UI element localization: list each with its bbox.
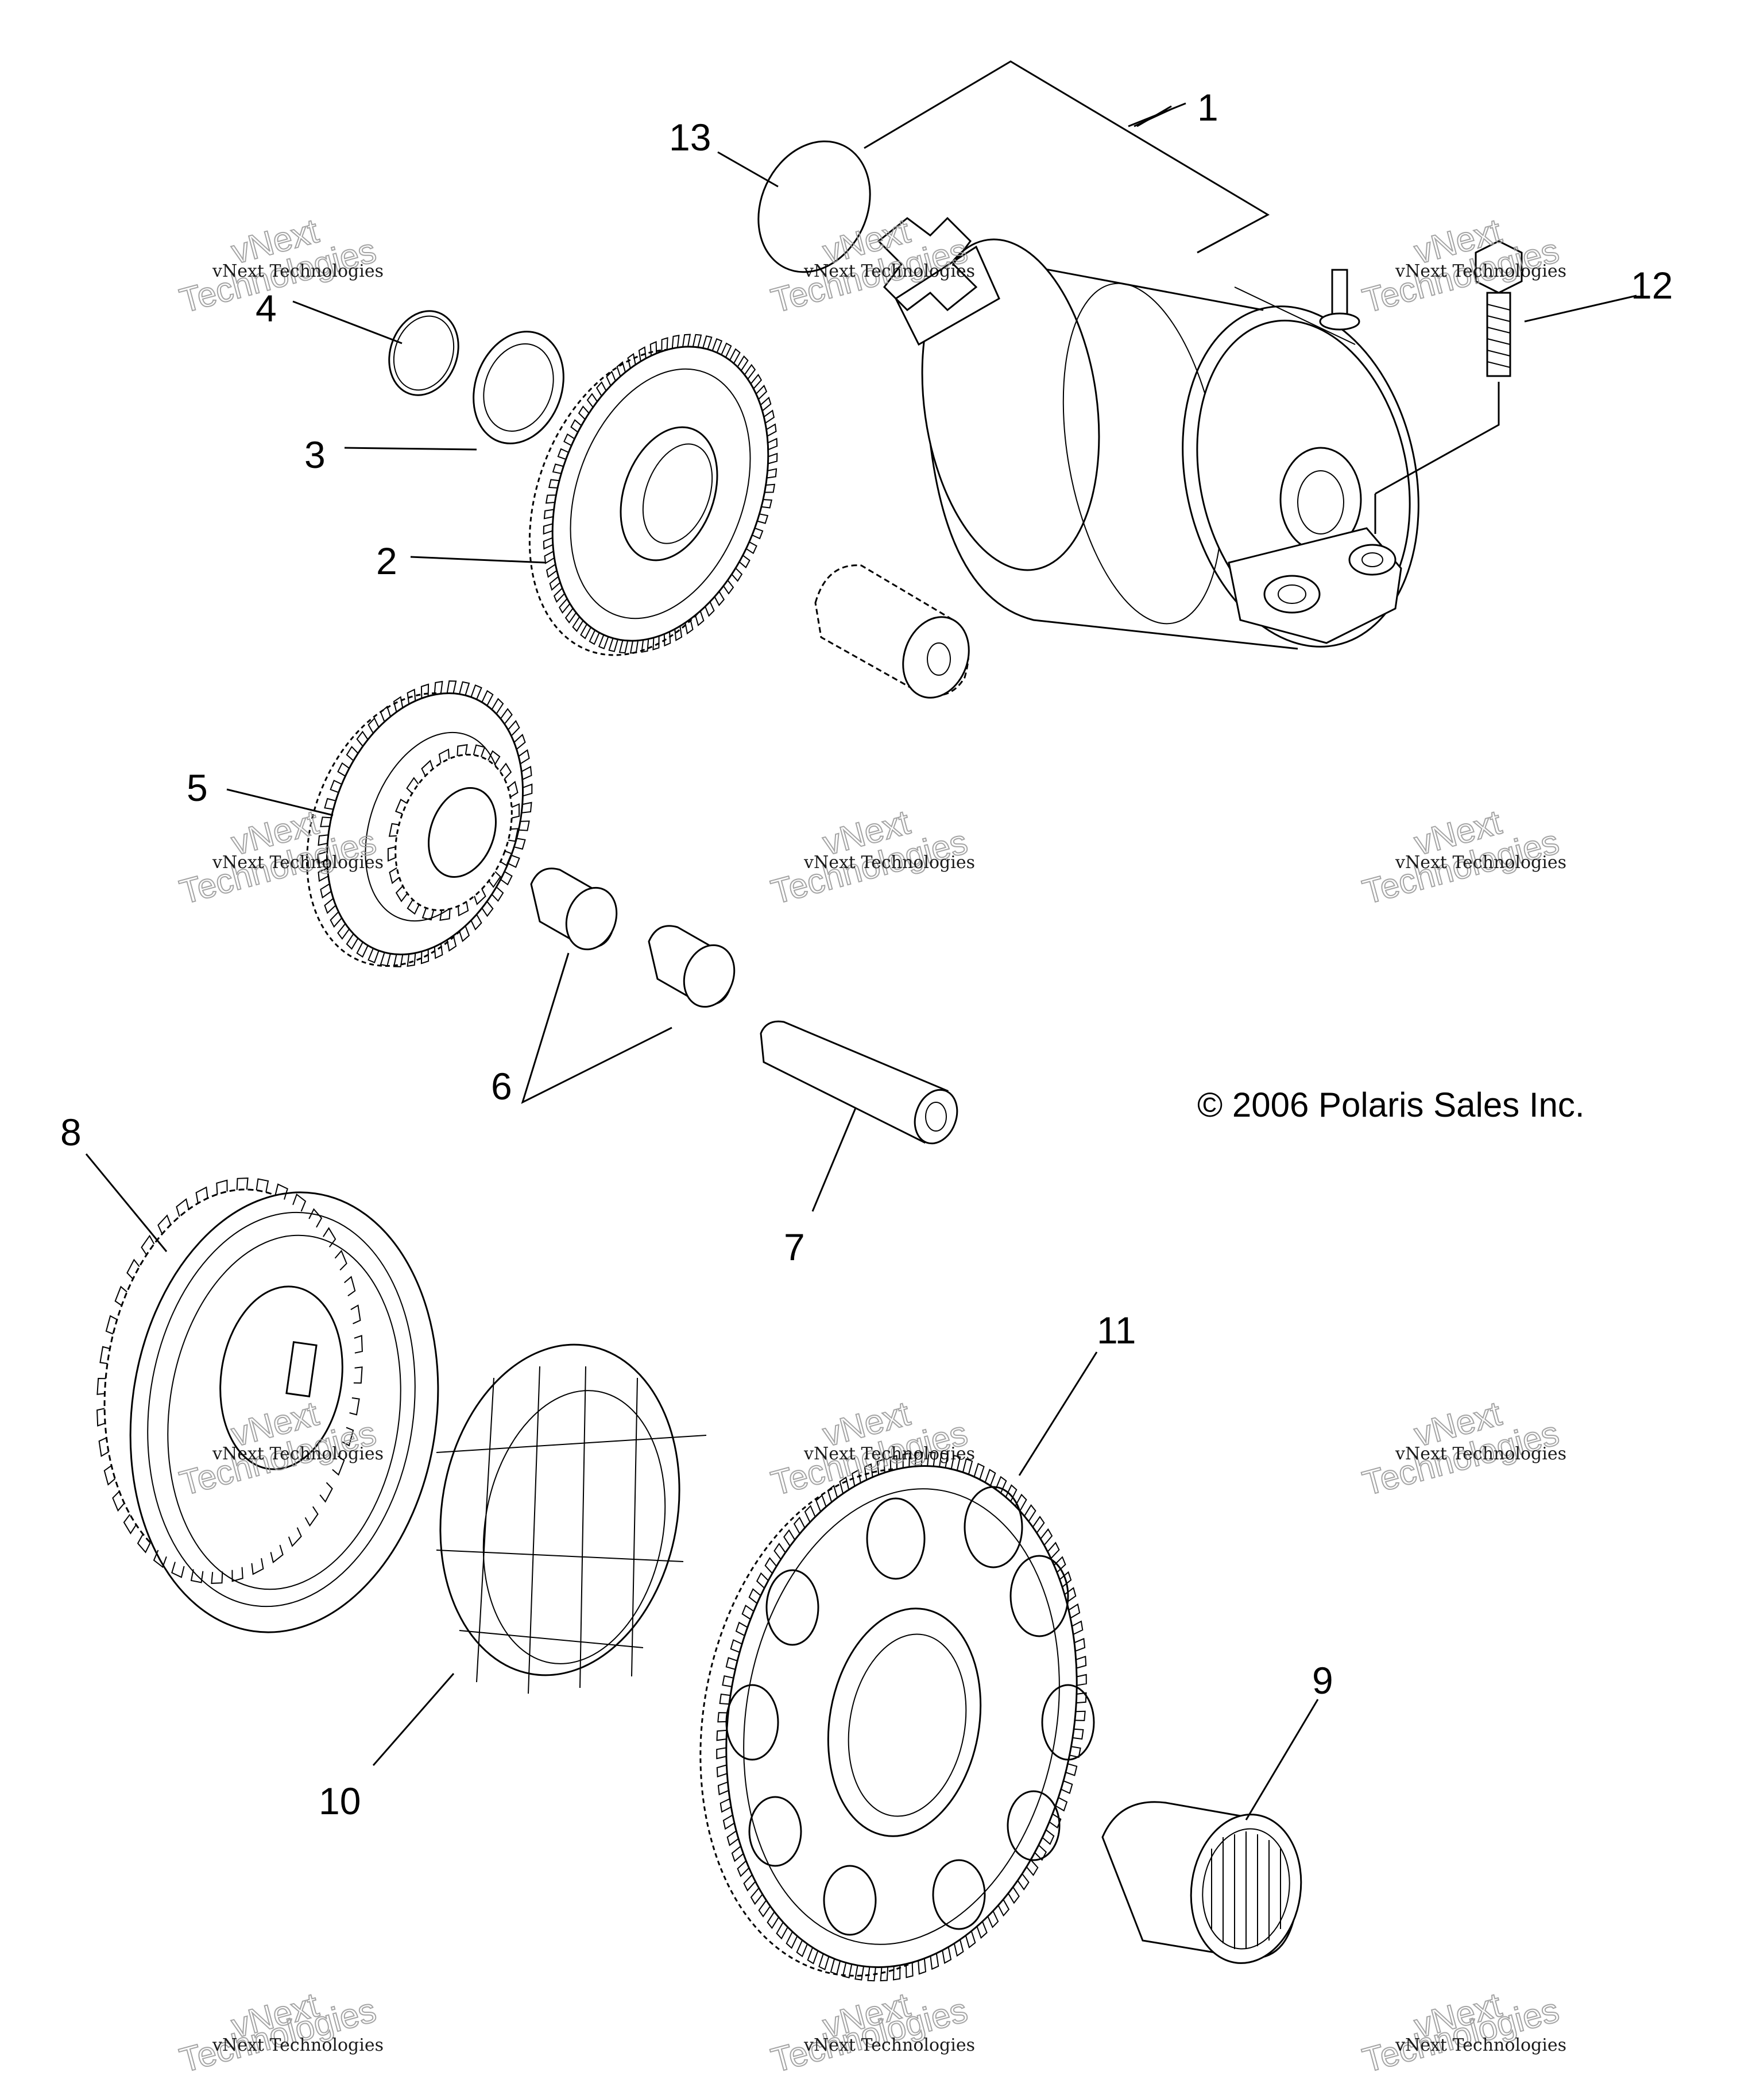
- part-6-needle-bearings: [521, 867, 736, 1104]
- watermark-small: vNext Technologies: [212, 1444, 384, 1464]
- callout-9: 9: [1312, 1659, 1333, 1702]
- part-11-ring-gear: [699, 1465, 1095, 1977]
- part-5-gear-teeth: [317, 680, 533, 967]
- watermark-small: vNext Technologies: [1395, 1444, 1566, 1464]
- callout-4: 4: [256, 287, 277, 330]
- watermark: vNext Technologies vNext Technologies: [1358, 1985, 1566, 2080]
- watermark: vNext Technologies vNext Technologies: [175, 211, 384, 320]
- part-11-gear-teeth: [716, 1451, 1087, 1982]
- part-5-small-gear-teeth: [387, 744, 520, 921]
- callout-1: 1: [1197, 86, 1218, 129]
- callout-5: 5: [187, 766, 208, 809]
- watermark-small: vNext Technologies: [803, 2035, 975, 2055]
- callout-11: 11: [1097, 1309, 1136, 1351]
- callout-6: 6: [491, 1065, 512, 1107]
- watermark-small: vNext Technologies: [803, 853, 975, 873]
- watermark-small: vNext Technologies: [1395, 853, 1566, 873]
- watermark: vNext Technologies vNext Technologies: [767, 802, 975, 912]
- watermark-small: vNext Technologies: [212, 853, 384, 873]
- part-8-gear-teeth: [96, 1177, 363, 1584]
- part-1-starter-motor: [864, 60, 1419, 650]
- part-11-gear-teeth-path: [716, 1451, 1087, 1982]
- part-10-one-way-clutch: [436, 1343, 707, 1694]
- callout-2: 2: [376, 540, 397, 582]
- part-9-bearing-sleeve: [1101, 1801, 1302, 1964]
- part-3-washer: [473, 331, 564, 444]
- part-8-starter-clutch: [103, 1188, 439, 1633]
- watermark: vNext Technologies vNext Technologies: [175, 1985, 384, 2080]
- watermark-small: vNext Technologies: [1395, 261, 1566, 281]
- watermark-small: vNext Technologies: [1395, 2035, 1566, 2055]
- callout-12: 12: [1631, 264, 1673, 307]
- callout-10: 10: [319, 1780, 361, 1822]
- callout-8: 8: [60, 1111, 82, 1153]
- bushing: [814, 564, 970, 699]
- leader-lines: [85, 108, 1637, 1821]
- callout-7: 7: [784, 1226, 805, 1268]
- copyright-notice: © 2006 Polaris Sales Inc.: [1197, 1086, 1585, 1124]
- part-2-idler-gear: [528, 346, 769, 656]
- watermark: vNext Technologies vNext Technologies: [767, 1985, 975, 2080]
- part-2-gear-teeth: [543, 334, 778, 654]
- part-4-snap-ring: [388, 310, 459, 396]
- part-13-cover-disc: [757, 140, 871, 273]
- part-7-shaft: [760, 1020, 958, 1212]
- watermark-small: vNext Technologies: [212, 261, 384, 281]
- callout-labels: 1 2 3 4 5 6 7 8 9 10 11 12 13: [60, 86, 1673, 1822]
- watermark-small: vNext Technologies: [803, 1444, 975, 1464]
- callout-3: 3: [304, 433, 326, 476]
- part-2-gear-teeth-path: [543, 334, 778, 654]
- callout-13: 13: [669, 116, 711, 158]
- watermark-small: vNext Technologies: [212, 2035, 384, 2055]
- watermark: vNext Technologies vNext Technologies: [1358, 211, 1566, 320]
- watermark: vNext Technologies vNext Technologies: [1358, 802, 1566, 912]
- part-12-bolt: [1374, 240, 1523, 534]
- part-8-gear-teeth-path: [96, 1177, 363, 1584]
- watermark: vNext Technologies vNext Technologies: [1358, 1393, 1566, 1503]
- part-5-small-gear-teeth-path: [387, 744, 520, 921]
- part-5-gear-teeth-path: [317, 680, 533, 967]
- watermark-small: vNext Technologies: [803, 261, 975, 281]
- part-5-compound-gear: [306, 692, 524, 967]
